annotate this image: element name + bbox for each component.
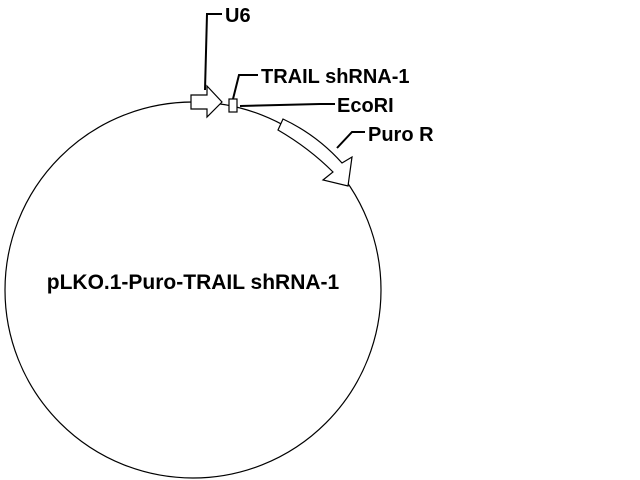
puro-r-label: Puro R [368,124,434,146]
u6-label: U6 [225,5,251,27]
u6-leader-line [204,13,222,91]
ecori-label: EcoRI [337,95,394,117]
trail-shrna-feature-box [228,98,238,113]
trail-shrna-leader-line [232,74,258,100]
trail-shrna-label: TRAIL shRNA-1 [261,66,410,88]
puro-r-feature-arrow [277,118,353,187]
puro-r-leader-line [336,131,365,149]
plasmid-name: pLKO.1-Puro-TRAIL shRNA-1 [47,271,340,294]
ecori-leader-line [239,103,335,107]
u6-feature-arrow [190,84,223,119]
